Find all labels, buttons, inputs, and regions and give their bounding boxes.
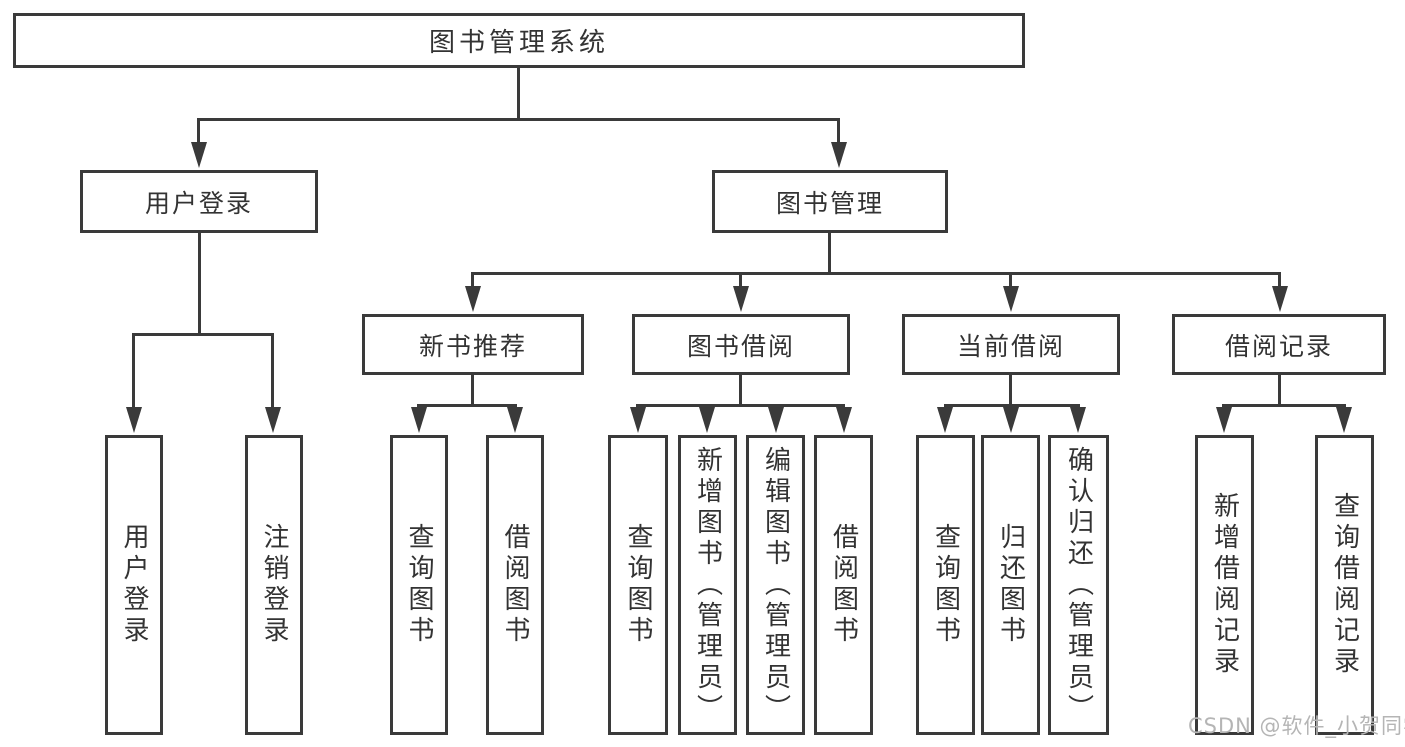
arrow-down-icon [768,407,784,433]
node-return-book: 归还图书 [981,435,1040,735]
edge-borrow-records-bar [1222,404,1346,407]
arrow-down-icon [1003,407,1019,433]
node-user-login-leaf: 用户登录 [105,435,163,735]
arrow-down-icon [465,286,481,312]
edge-book-management-bar [471,272,1281,275]
edge-drop-user-login [197,118,200,144]
edge-drop-current-borrow [1009,272,1012,286]
node-edit-book-admin: 编辑图书（管理员） [746,435,805,735]
edge-drop-new-book-recommend [471,272,474,286]
edge-book-borrow-bar [636,404,845,407]
arrow-down-icon [937,407,953,433]
node-search-books-borrow: 查询图书 [608,435,668,735]
edge-book-management-stem [828,233,831,274]
arrow-down-icon [507,407,523,433]
edge-new-book-recommend-bar [417,404,517,407]
edge-user-login-stem [198,233,201,335]
edge-borrow-records-stem [1278,375,1281,407]
edge-current-borrow-stem [1009,375,1012,407]
arrow-down-icon [411,407,427,433]
edge-drop-borrow-records [1278,272,1281,286]
arrow-down-icon [831,142,847,168]
edge-book-borrow-stem [739,375,742,407]
edge-root-stem [517,68,520,120]
arrow-down-icon [1003,286,1019,312]
edge-drop-book-borrow [739,272,742,286]
node-search-borrow-record: 查询借阅记录 [1315,435,1374,735]
node-borrow-books-recommend: 借阅图书 [486,435,544,735]
arrow-down-icon [265,407,281,433]
node-user-login: 用户登录 [80,170,318,233]
edge-drop-user-login-leaf [132,333,135,407]
arrow-down-icon [126,407,142,433]
node-confirm-return-admin: 确认归还（管理员） [1048,435,1109,735]
arrow-down-icon [1070,407,1086,433]
edge-user-login-bar [132,333,274,336]
node-borrow-records: 借阅记录 [1172,314,1386,375]
arrow-down-icon [1216,407,1232,433]
arrow-down-icon [699,407,715,433]
csdn-watermark: CSDN @软件_小贺同学 [1188,714,1405,738]
arrow-down-icon [630,407,646,433]
arrow-down-icon [1336,407,1352,433]
arrow-down-icon [191,142,207,168]
node-search-books-recommend: 查询图书 [390,435,448,735]
edge-current-borrow-bar [944,404,1080,407]
edge-drop-book-management [837,118,840,144]
node-borrow-books-leaf: 借阅图书 [814,435,873,735]
node-new-book-recommend: 新书推荐 [362,314,584,375]
node-current-borrow: 当前借阅 [902,314,1120,375]
node-book-management: 图书管理 [712,170,948,233]
node-search-books-current: 查询图书 [916,435,975,735]
edge-drop-logout [271,333,274,407]
edge-new-book-recommend-stem [471,375,474,407]
node-library-management-system: 图书管理系统 [13,13,1025,68]
edge-root-bar [197,118,839,121]
arrow-down-icon [1272,286,1288,312]
arrow-down-icon [733,286,749,312]
node-logout-leaf: 注销登录 [245,435,303,735]
node-book-borrow: 图书借阅 [632,314,850,375]
node-add-book-admin: 新增图书（管理员） [678,435,737,735]
arrow-down-icon [836,407,852,433]
node-add-borrow-record: 新增借阅记录 [1195,435,1254,735]
